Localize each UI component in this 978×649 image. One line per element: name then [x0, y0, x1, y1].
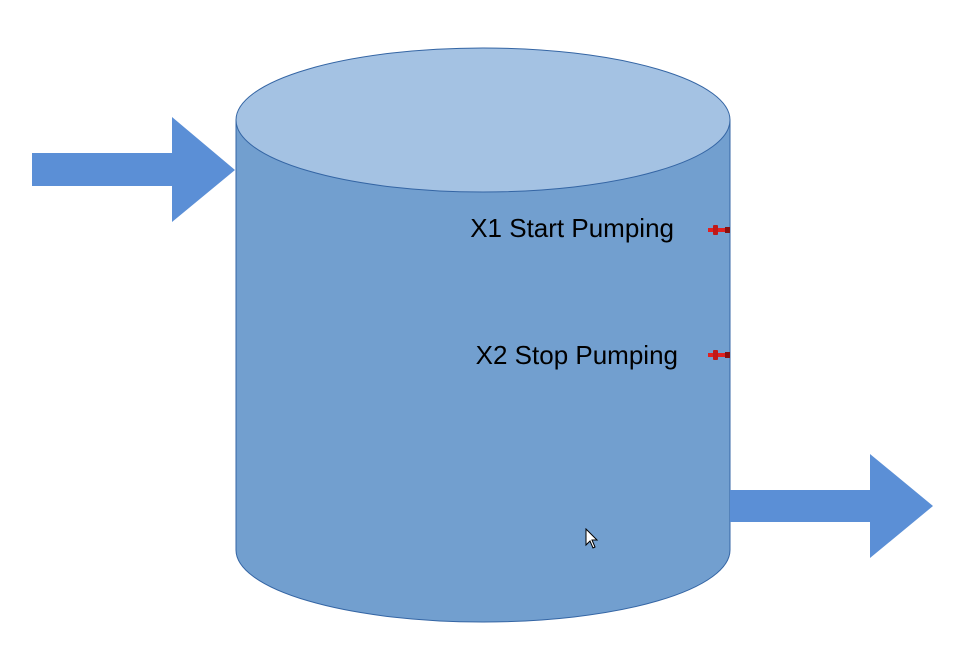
- tank-top[interactable]: [235, 47, 731, 193]
- sensor-x1-label: X1 Start Pumping: [470, 213, 674, 243]
- inlet-arrow-icon[interactable]: [32, 117, 235, 222]
- outlet-arrow-icon[interactable]: [730, 454, 933, 558]
- tank-body[interactable]: [235, 119, 731, 623]
- sensor-x1-marker-icon[interactable]: [708, 225, 730, 235]
- mouse-pointer-icon: [585, 528, 599, 549]
- tank[interactable]: [235, 47, 731, 623]
- sensor-x2-marker-icon[interactable]: [708, 350, 730, 360]
- sensor-x2-label: X2 Stop Pumping: [476, 340, 678, 370]
